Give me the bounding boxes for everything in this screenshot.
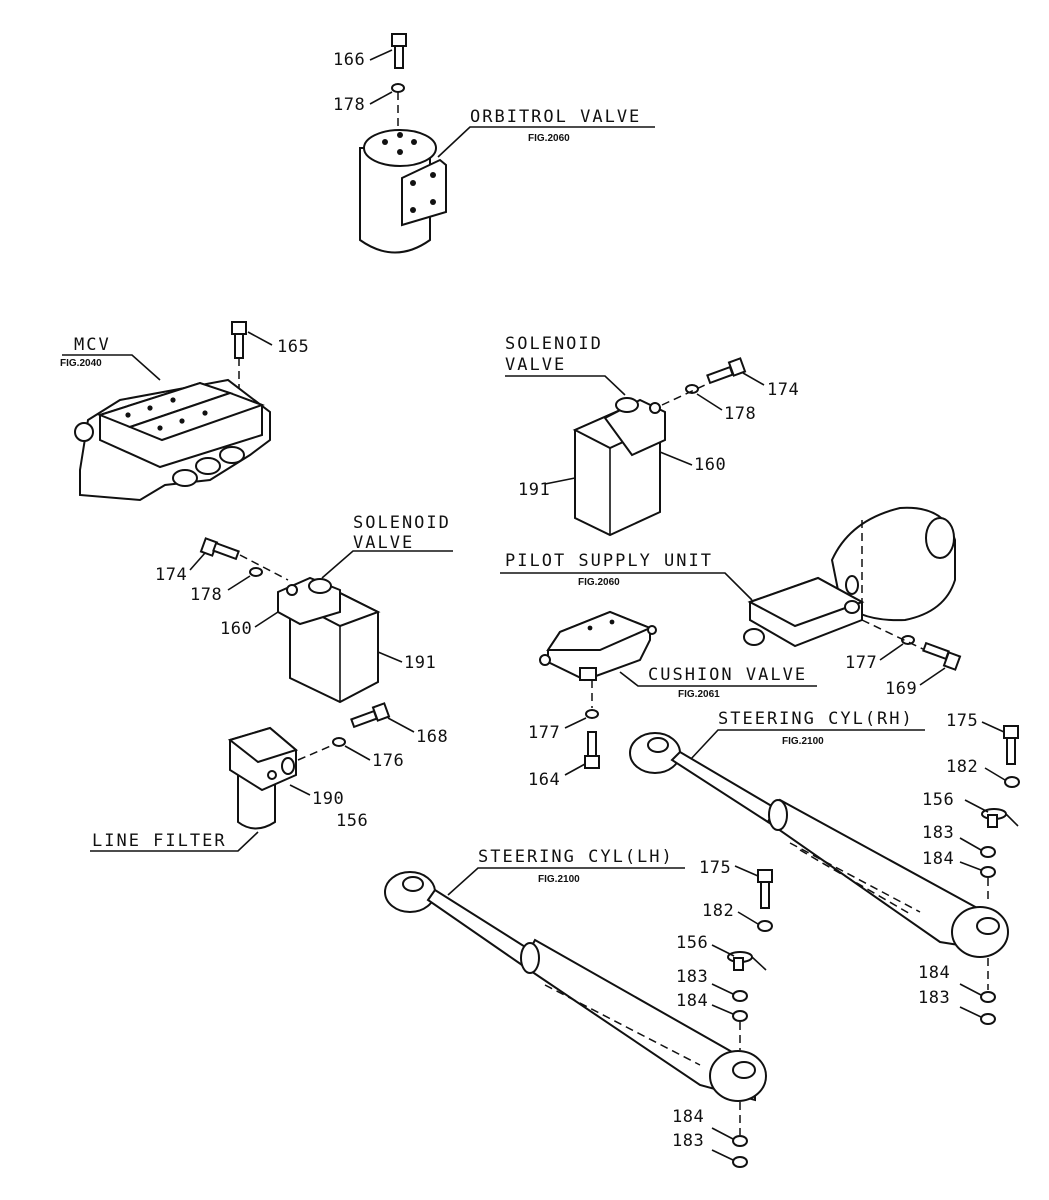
part-label-184-rh-bottom: 184 xyxy=(918,963,950,983)
solenoid-valve-left-assembly: SOLENOID VALVE 174 178 160 191 xyxy=(155,513,453,704)
line-filter-assembly: 176 168 190 156 LINE FILTER xyxy=(90,702,448,852)
part-label-174-left: 174 xyxy=(155,565,187,585)
bolt-174-left-icon xyxy=(199,537,240,561)
part-label-156-rh: 156 xyxy=(922,790,954,810)
washer-182-lh-icon xyxy=(757,920,773,932)
solenoid-top-title-line2: VALVE xyxy=(505,355,566,375)
pilot-supply-title: PILOT SUPPLY UNIT xyxy=(505,551,713,571)
part-label-178: 178 xyxy=(333,95,365,115)
solenoid-left-title-line1: SOLENOID xyxy=(353,513,451,533)
part-label-177-pilot: 177 xyxy=(845,653,877,673)
bolt-175-rh-icon xyxy=(1003,725,1019,765)
washer-178-left-icon xyxy=(249,567,263,577)
part-label-184-lh: 184 xyxy=(676,991,708,1011)
orbitrol-valve-assembly: 166 178 ORBITROL VALVE FIG.2060 xyxy=(333,33,655,254)
part-label-182-rh: 182 xyxy=(946,757,978,777)
mcv-body xyxy=(74,378,271,502)
washer-184-lh-bottom-icon xyxy=(732,1135,748,1147)
part-label-183-rh-bottom: 183 xyxy=(918,988,950,1008)
steering-rh-body xyxy=(629,732,1009,958)
part-label-184-lh-bottom: 184 xyxy=(672,1107,704,1127)
part-label-175-lh: 175 xyxy=(699,858,731,878)
washer-183-lh-bottom-icon xyxy=(732,1156,748,1168)
part-label-160-top: 160 xyxy=(694,455,726,475)
bolt-164-icon xyxy=(584,731,600,769)
part-label-165: 165 xyxy=(277,337,309,357)
part-label-184-rh: 184 xyxy=(922,849,954,869)
pilot-supply-body xyxy=(743,506,956,648)
steering-cyl-rh-assembly: STEERING CYL(RH) FIG.2100 175 182 xyxy=(629,709,1020,1025)
cushion-valve-fig: FIG.2061 xyxy=(678,689,720,700)
solenoid-top-title-line1: SOLENOID xyxy=(505,334,603,354)
washer-177-cushion-icon xyxy=(585,709,599,719)
steering-lh-title: STEERING CYL(LH) xyxy=(478,847,674,867)
part-label-156-lh: 156 xyxy=(676,933,708,953)
part-label-168: 168 xyxy=(416,727,448,747)
orbitrol-valve-fig: FIG.2060 xyxy=(528,133,570,144)
washer-182-rh-icon xyxy=(1004,776,1020,788)
part-label-190: 190 xyxy=(312,789,344,809)
steering-rh-fig: FIG.2100 xyxy=(782,736,824,747)
mcv-assembly: MCV FIG.2040 165 xyxy=(60,321,309,502)
part-label-174-top: 174 xyxy=(767,380,799,400)
washer-184-lh-icon xyxy=(732,1010,748,1022)
part-label-160-left: 160 xyxy=(220,619,252,639)
bolt-175-lh-icon xyxy=(757,869,773,909)
cushion-valve-assembly: CUSHION VALVE FIG.2061 177 164 xyxy=(528,610,817,790)
bolt-168-icon xyxy=(350,702,391,729)
pilot-supply-fig: FIG.2060 xyxy=(578,577,620,588)
bolt-166-icon xyxy=(391,33,407,69)
cushion-valve-title: CUSHION VALVE xyxy=(648,665,807,685)
orbitrol-valve-body xyxy=(359,129,447,254)
steering-lh-body xyxy=(384,871,767,1102)
washer-183-lh-icon xyxy=(732,990,748,1002)
mcv-fig: FIG.2040 xyxy=(60,358,102,369)
part-label-191-left: 191 xyxy=(404,653,436,673)
steering-lh-fig: FIG.2100 xyxy=(538,874,580,885)
solenoid-valve-top-assembly: SOLENOID VALVE 174 178 160 191 xyxy=(505,334,799,537)
washer-183-rh-icon xyxy=(980,846,996,858)
part-label-191-top: 191 xyxy=(518,480,550,500)
part-label-176: 176 xyxy=(372,751,404,771)
pilot-supply-unit-assembly: PILOT SUPPLY UNIT FIG.2060 177 169 xyxy=(500,506,962,699)
washer-184-rh-icon xyxy=(980,866,996,878)
line-filter-title: LINE FILTER xyxy=(92,831,227,851)
part-label-183-lh-bottom: 183 xyxy=(672,1131,704,1151)
part-label-183-rh: 183 xyxy=(922,823,954,843)
bolt-169-icon xyxy=(922,641,962,671)
part-label-178-left: 178 xyxy=(190,585,222,605)
part-label-166: 166 xyxy=(333,50,365,70)
solenoid-valve-left-body xyxy=(277,576,381,704)
grease-fitting-156-lh-icon xyxy=(727,951,767,971)
part-label-169: 169 xyxy=(885,679,917,699)
steering-rh-title: STEERING CYL(RH) xyxy=(718,709,914,729)
solenoid-left-title-line2: VALVE xyxy=(353,533,414,553)
part-label-177-cushion: 177 xyxy=(528,723,560,743)
part-label-156-filter: 156 xyxy=(336,811,368,831)
part-label-178-top: 178 xyxy=(724,404,756,424)
solenoid-valve-top-body xyxy=(572,397,666,537)
cushion-valve-body xyxy=(539,610,657,682)
bolt-165-icon xyxy=(231,321,247,359)
line-filter-body xyxy=(227,726,299,830)
washer-184-rh-bottom-icon xyxy=(980,991,996,1003)
washer-177-pilot-icon xyxy=(901,635,915,645)
o-ring-176-icon xyxy=(332,737,346,747)
washer-183-rh-bottom-icon xyxy=(980,1013,996,1025)
mcv-title: MCV xyxy=(74,335,111,355)
part-label-175-rh: 175 xyxy=(946,711,978,731)
washer-178-icon xyxy=(391,83,405,93)
steering-cyl-lh-assembly: STEERING CYL(LH) FIG.2100 175 182 156 xyxy=(384,847,773,1168)
part-label-182-lh: 182 xyxy=(702,901,734,921)
part-label-183-lh: 183 xyxy=(676,967,708,987)
part-label-164: 164 xyxy=(528,770,560,790)
orbitrol-valve-title: ORBITROL VALVE xyxy=(470,107,641,127)
bolt-174-icon xyxy=(706,357,747,385)
